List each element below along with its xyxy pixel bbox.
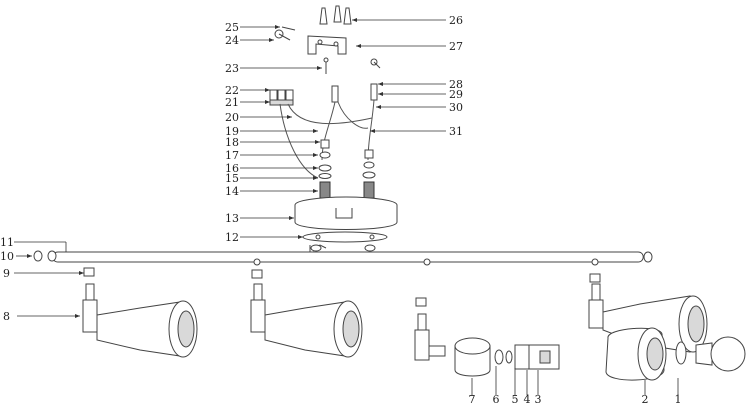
wire-connector-left: [331, 85, 339, 103]
callout-11: 11: [0, 236, 14, 249]
lamp-bar: [52, 244, 644, 266]
callout-2: 2: [642, 393, 649, 404]
spot-assembly-1: [82, 267, 198, 358]
callout-12: 12: [225, 231, 239, 244]
callout-29: 29: [449, 88, 463, 101]
callout-5: 5: [512, 393, 519, 404]
callout-27: 27: [449, 40, 463, 53]
mounting-screw-24: [274, 29, 291, 41]
light-bulb: [695, 336, 746, 372]
callout-10: 10: [0, 250, 14, 263]
terminal-block: [269, 89, 294, 106]
callout-20: 20: [225, 111, 239, 124]
callout-31: 31: [449, 125, 463, 138]
callout-28: 28: [449, 78, 463, 91]
callout-19: 19: [225, 125, 239, 138]
callout-9: 9: [3, 267, 10, 280]
callout-21: 21: [225, 96, 239, 109]
threaded-tube-left: [318, 139, 332, 199]
callout-15: 15: [225, 172, 239, 185]
callout-8: 8: [3, 310, 10, 323]
threaded-tube-right: [362, 149, 376, 199]
callout-labels: 1 2 3 4 5 6 7 8 9 10 11 12 13 14 15 16 1…: [0, 14, 682, 406]
ceiling-bracket: [307, 35, 347, 55]
callout-6: 6: [493, 393, 500, 404]
wall-anchors: [319, 5, 352, 25]
mounting-screw-25: [281, 26, 296, 31]
leader-arrowheads: [27, 18, 383, 318]
canopy: [294, 196, 398, 230]
callout-13: 13: [225, 212, 239, 225]
spot-assembly-3-exploded: [414, 297, 560, 377]
callout-17: 17: [225, 149, 239, 162]
spot-assembly-5: [605, 327, 667, 381]
callout-30: 30: [449, 101, 463, 114]
callout-25: 25: [225, 21, 239, 34]
callout-23: 23: [225, 62, 239, 75]
retaining-ring: [675, 341, 687, 365]
spot-assembly-2: [250, 269, 363, 358]
callout-26: 26: [449, 14, 463, 27]
end-caps: [33, 250, 653, 263]
gasket: [302, 231, 388, 243]
callout-7: 7: [469, 393, 476, 404]
callout-1: 1: [675, 393, 682, 404]
callout-3: 3: [535, 393, 542, 404]
bracket-screw-23: [323, 57, 329, 74]
callout-16: 16: [225, 162, 239, 175]
bracket-screw-right: [370, 58, 381, 69]
wire-connector-right: [370, 83, 378, 101]
callout-24: 24: [225, 34, 239, 47]
leader-lines: [14, 19, 679, 395]
callout-4: 4: [524, 393, 531, 404]
callout-14: 14: [225, 185, 239, 198]
callout-18: 18: [225, 136, 239, 149]
callout-22: 22: [225, 84, 239, 97]
